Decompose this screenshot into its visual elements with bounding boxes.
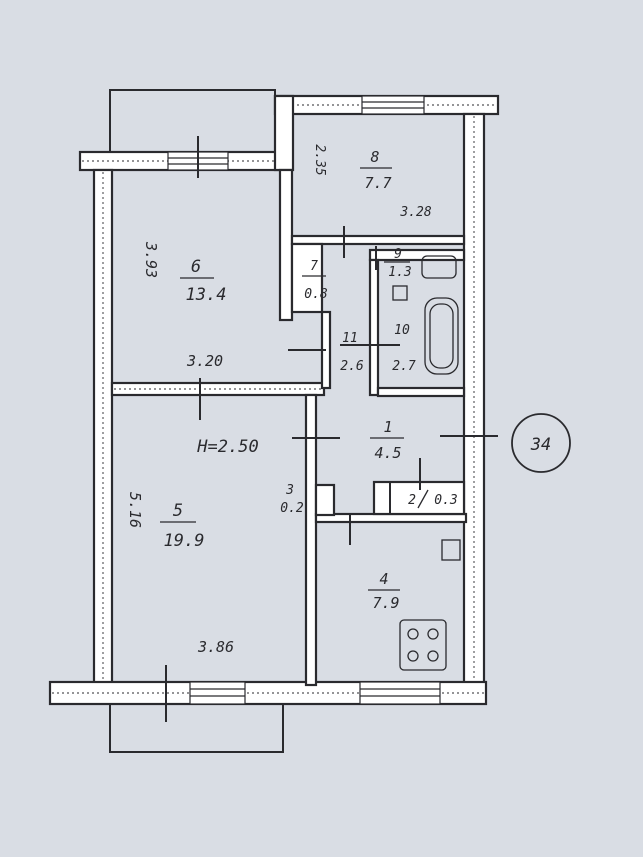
- room-6-area: 13.4: [186, 285, 227, 305]
- apartment-number: 34: [530, 435, 551, 455]
- kitchen-sink: [441, 539, 461, 561]
- stove-icon: [399, 619, 447, 671]
- room-9-area: 1.3: [388, 265, 411, 280]
- toilet: [392, 285, 408, 301]
- room-5-number: 5: [173, 501, 183, 521]
- room-11-number: 11: [342, 331, 358, 346]
- room-7-number: 7: [310, 259, 318, 274]
- room-2-label: 2 0.3: [408, 489, 458, 509]
- room-8-area: 7.7: [364, 174, 391, 192]
- room-1-label: 1 4.5: [370, 418, 404, 462]
- room-3-label: 3 0.2: [280, 483, 304, 516]
- room-4-number: 4: [379, 570, 388, 588]
- room-9-label: 9 1.3: [384, 247, 412, 280]
- room-5-area: 19.9: [164, 531, 205, 551]
- dimension-2-35: 2.35: [312, 144, 327, 175]
- exterior-walls: [48, 94, 500, 706]
- apartment-number-badge: 34: [511, 413, 571, 473]
- dimension-3-86: 3.86: [197, 638, 234, 656]
- room-10-area: 2.7: [392, 359, 416, 374]
- ceiling-height: H=2.50: [196, 437, 258, 457]
- room-9-number: 9: [394, 247, 402, 262]
- room-11-label: 11 2.6: [340, 331, 364, 374]
- windows: [165, 95, 441, 722]
- room-5-label: 5 19.9: [160, 501, 204, 551]
- dimension-3-28: 3.28: [399, 205, 431, 220]
- room-2-number: 2: [408, 493, 416, 508]
- room-6-label: 6 13.4: [180, 257, 226, 305]
- room-8-label: 8 7.7: [360, 148, 392, 192]
- balcony-top: [109, 89, 276, 152]
- dimension-ticks: [199, 226, 498, 545]
- room-6-number: 6: [191, 257, 201, 277]
- room-2-area: 0.3: [434, 493, 457, 508]
- dimension-3-93: 3.93: [142, 241, 160, 278]
- room-7-label: 7 0.8: [302, 259, 328, 302]
- room-11-area: 2.6: [340, 359, 364, 374]
- room-10-number: 10: [394, 323, 410, 338]
- dimension-5-16: 5.16: [126, 492, 144, 528]
- room-10-label: 10 2.7: [392, 323, 416, 374]
- room-4-label: 4 7.9: [368, 570, 400, 612]
- dimension-3-20: 3.20: [186, 352, 223, 370]
- room-3-area: 0.2: [280, 501, 304, 516]
- sink: [421, 255, 457, 279]
- room-4-area: 7.9: [372, 594, 399, 612]
- bathtub: [424, 297, 459, 375]
- room-1-number: 1: [383, 418, 392, 436]
- balcony-bottom: [109, 703, 284, 753]
- room-8-number: 8: [370, 148, 379, 166]
- room-7-area: 0.8: [304, 287, 328, 302]
- room-1-area: 4.5: [374, 444, 401, 462]
- room-3-number: 3: [285, 483, 294, 498]
- interior-walls: [110, 168, 468, 687]
